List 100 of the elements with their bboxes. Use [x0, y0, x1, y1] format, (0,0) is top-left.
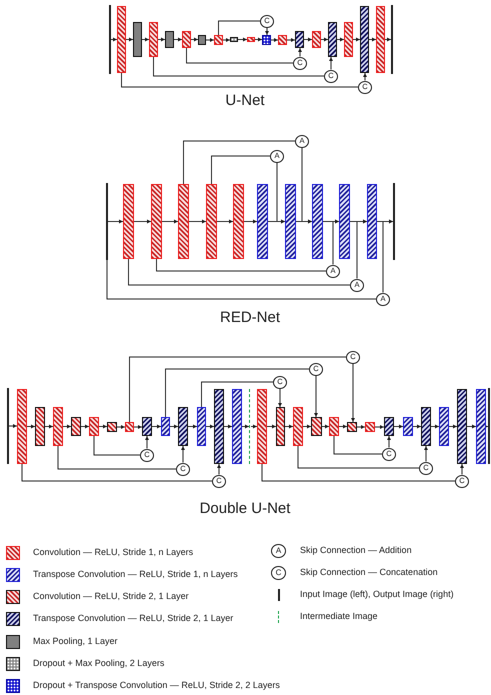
connector-line — [156, 258, 326, 272]
arrow — [424, 446, 428, 462]
arrow — [80, 424, 90, 428]
arrow — [363, 72, 367, 81]
arrow — [460, 464, 464, 475]
strided-transpose-block — [214, 389, 224, 464]
convolution-block — [214, 35, 223, 45]
arrow — [382, 220, 394, 293]
legend-text: Convolution — ReLU, Stride 2, 1 Layer — [33, 591, 189, 602]
transpose-convolution-block — [257, 184, 268, 259]
arrow — [98, 424, 108, 428]
convolution-block — [376, 6, 385, 73]
connector-line — [58, 446, 176, 470]
arrow — [336, 38, 344, 42]
transpose-convolution-block — [339, 184, 350, 259]
convolution-block — [178, 184, 189, 259]
transpose-convolution-block — [403, 417, 413, 436]
arrow — [217, 464, 221, 475]
strided-convolution-block — [107, 422, 117, 432]
connector-line — [211, 156, 270, 184]
arrow — [116, 425, 126, 429]
transpose-convolution-block — [197, 407, 206, 446]
arrow — [298, 48, 302, 57]
legend-text: Dropout + Transpose Convolution — ReLU, Stride 2, 2 Layers — [33, 680, 280, 691]
convolution-block — [123, 184, 134, 259]
strided-transpose-block — [328, 22, 337, 57]
convolution-block — [89, 417, 99, 436]
network-name: Double U-Net — [200, 500, 290, 517]
arrow — [250, 424, 258, 428]
arrow — [206, 424, 214, 428]
arrow — [145, 436, 149, 449]
arrow — [270, 38, 278, 42]
arrow — [242, 424, 250, 428]
arrow — [322, 424, 330, 428]
arrow — [351, 363, 355, 422]
image-line — [7, 388, 9, 464]
image-line — [109, 5, 111, 74]
legend-text: Skip Connection — Concatenation — [300, 567, 438, 578]
image-line — [488, 388, 490, 464]
strided-convolution-block — [347, 422, 357, 432]
connector-line — [183, 140, 296, 184]
connector-line — [218, 20, 260, 36]
convolution-block — [257, 389, 267, 464]
arrow — [170, 424, 178, 428]
arrow — [302, 147, 312, 224]
strided-convolution-block — [311, 417, 322, 436]
arrow — [224, 424, 232, 428]
arrow — [356, 425, 366, 429]
convolution-block — [117, 6, 126, 73]
arrow — [286, 38, 296, 42]
convolution-block — [293, 407, 303, 446]
strided-convolution-block — [35, 407, 45, 446]
legend-text: Skip Connection — Addition — [300, 545, 412, 556]
arrow — [188, 424, 198, 428]
arrow — [222, 38, 230, 42]
legend-text: Convolution — ReLU, Stride 1, n Layers — [33, 547, 194, 558]
connector-line — [165, 368, 310, 418]
strided-convolution-block — [276, 407, 285, 446]
connector-line — [22, 464, 212, 482]
arrow — [338, 424, 348, 428]
convolution-block — [278, 35, 287, 45]
connector-line — [262, 464, 456, 482]
connector-line — [94, 436, 140, 456]
arrow — [26, 424, 36, 428]
network-name: U-Net — [225, 92, 265, 109]
arrow — [244, 220, 258, 224]
arrow — [276, 162, 286, 224]
arrow — [374, 425, 384, 429]
strided-transpose-block — [178, 407, 188, 446]
arrow — [62, 424, 72, 428]
convolution-block — [233, 184, 244, 259]
transpose-convolution-block — [285, 184, 296, 259]
transpose-convolution-block — [161, 417, 170, 436]
convolution-block — [365, 422, 375, 432]
arrow — [304, 38, 312, 42]
arrow — [108, 220, 124, 224]
arrow — [254, 38, 262, 42]
arrow — [384, 38, 392, 42]
transpose-convolution-block — [476, 389, 486, 464]
arrow — [320, 38, 328, 42]
connector-line — [129, 356, 346, 422]
legend-text: Input Image (left), Output Image (right) — [300, 589, 454, 600]
arrow — [278, 388, 282, 408]
arrow — [356, 220, 368, 279]
intermediate-image-line — [249, 389, 251, 464]
arrow — [134, 220, 152, 224]
connector-line — [201, 382, 274, 408]
max-pooling-block — [165, 31, 174, 48]
convolution-block — [344, 22, 353, 57]
arrow — [152, 424, 162, 428]
arrow — [174, 38, 182, 42]
arrow — [387, 436, 391, 448]
arrow — [188, 220, 206, 224]
convolution-block — [17, 389, 27, 464]
arrow — [134, 425, 142, 429]
strided-convolution-block — [71, 417, 81, 436]
arrow — [284, 424, 294, 428]
legend-text: Max Pooling, 1 Layer — [33, 636, 118, 647]
arrow — [190, 38, 198, 42]
arrow — [329, 56, 333, 70]
